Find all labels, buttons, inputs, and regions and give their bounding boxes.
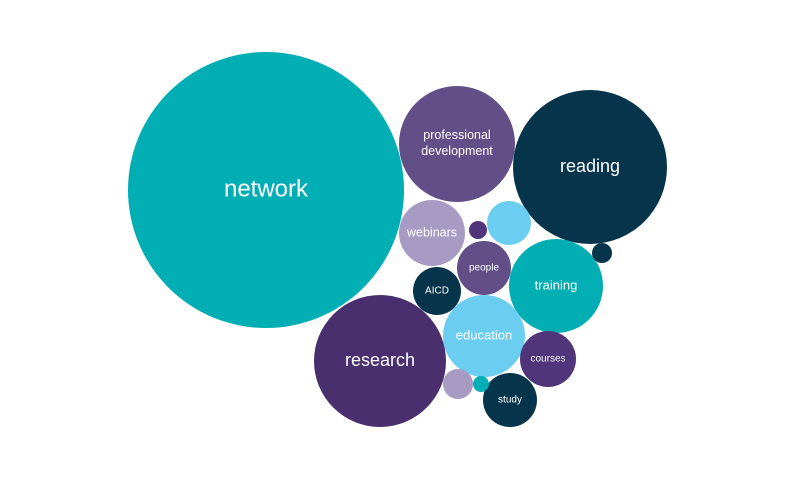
bubble-study xyxy=(483,373,537,427)
bubble-unlabeled-14 xyxy=(469,221,487,239)
bubble-label-webinars: webinars xyxy=(406,225,457,239)
bubble-unlabeled-13 xyxy=(592,243,612,263)
bubble-education xyxy=(443,295,525,377)
bubble-label-training: training xyxy=(535,277,578,292)
bubble-label-research: research xyxy=(345,350,415,370)
bubble-training xyxy=(509,239,603,333)
bubble-webinars xyxy=(399,200,465,266)
bubble-label-reading: reading xyxy=(560,156,620,176)
bubble-people xyxy=(457,241,511,295)
bubble-label-education: education xyxy=(456,327,512,342)
bubble-aicd xyxy=(413,267,461,315)
bubble-network xyxy=(128,52,404,328)
bubble-label-courses: courses xyxy=(530,354,565,365)
bubble-unlabeled-12 xyxy=(443,369,473,399)
bubble-unlabeled-15 xyxy=(473,376,489,392)
bubble-courses xyxy=(520,331,576,387)
bubble-professional-development xyxy=(399,86,515,202)
bubble-research xyxy=(314,295,446,427)
bubble-label-aicd: AICD xyxy=(425,286,449,297)
bubble-unlabeled-11 xyxy=(487,201,531,245)
bubble-label-network: network xyxy=(224,175,309,202)
bubble-reading xyxy=(513,90,667,244)
bubble-label-people: people xyxy=(469,263,499,274)
bubble-label-study: study xyxy=(498,395,522,406)
